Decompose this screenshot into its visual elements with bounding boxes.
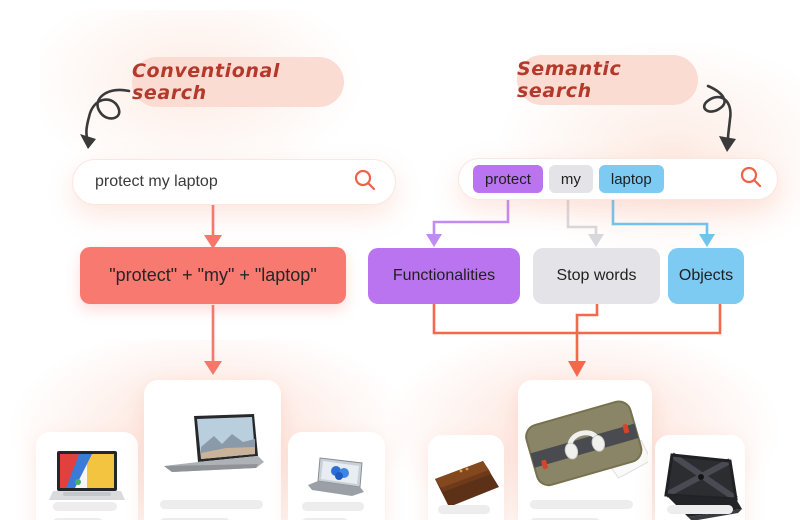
connector-protect-to-functionalities <box>426 196 510 247</box>
category-label: Stop words <box>556 267 637 284</box>
result-card <box>428 435 504 520</box>
category-label: Objects <box>678 267 734 284</box>
connector-laptop-to-objects <box>611 198 715 247</box>
placeholder-text-bar <box>53 518 103 520</box>
curly-arrow-left-icon <box>80 88 131 149</box>
placeholder-text-bar <box>530 500 633 509</box>
connector-categories-to-results <box>432 304 722 377</box>
colorful-screen-laptop-image <box>47 450 127 511</box>
result-card <box>144 380 281 520</box>
keyword-split-box: "protect" + "my" + "laptop" <box>80 247 346 304</box>
semantic-search-bar[interactable]: protect my laptop <box>458 158 778 200</box>
keyword-split-text: "protect" + "my" + "laptop" <box>109 265 317 285</box>
placeholder-text-bar <box>302 502 364 511</box>
connector-my-to-stopwords <box>566 196 604 247</box>
result-card <box>518 380 652 520</box>
placeholder-text-bar <box>302 518 348 520</box>
conventional-search-label: Conventional search <box>132 60 281 104</box>
brown-leather-sleeve-image <box>431 455 501 518</box>
small-windows-laptop-image <box>302 456 372 507</box>
token-chip-protect: protect <box>473 165 543 193</box>
placeholder-text-bar <box>160 518 230 520</box>
conventional-search-bar[interactable]: protect my laptop <box>72 159 396 205</box>
placeholder-text-bar <box>438 505 490 514</box>
search-query-text: protect my laptop <box>95 173 218 190</box>
silver-surface-laptop-image <box>160 414 266 481</box>
placeholder-text-bar <box>667 505 733 514</box>
result-card <box>36 432 138 520</box>
result-card <box>288 432 385 520</box>
search-icon[interactable] <box>739 165 763 194</box>
placeholder-text-bar <box>530 518 600 520</box>
curly-arrow-right-icon <box>703 84 736 152</box>
conventional-search-pill: Conventional search <box>132 57 344 107</box>
category-label: Functionalities <box>392 267 496 284</box>
token-chip-my: my <box>548 165 593 193</box>
arrow-keywords-to-results <box>204 305 222 375</box>
search-icon[interactable] <box>353 168 377 197</box>
arrow-query-to-keywords <box>204 203 222 249</box>
placeholder-text-bar <box>160 500 263 509</box>
olive-laptop-sleeve-with-headphones-image <box>522 398 652 495</box>
placeholder-text-bar <box>53 502 117 511</box>
category-box-objects: Objects <box>668 248 744 304</box>
semantic-search-pill: Semantic search <box>517 55 698 105</box>
result-card <box>655 435 745 520</box>
semantic-search-label: Semantic search <box>517 58 622 102</box>
token-chip-laptop: laptop <box>598 165 664 193</box>
category-box-functionalities: Functionalities <box>368 248 520 304</box>
category-box-stop-words: Stop words <box>533 248 660 304</box>
